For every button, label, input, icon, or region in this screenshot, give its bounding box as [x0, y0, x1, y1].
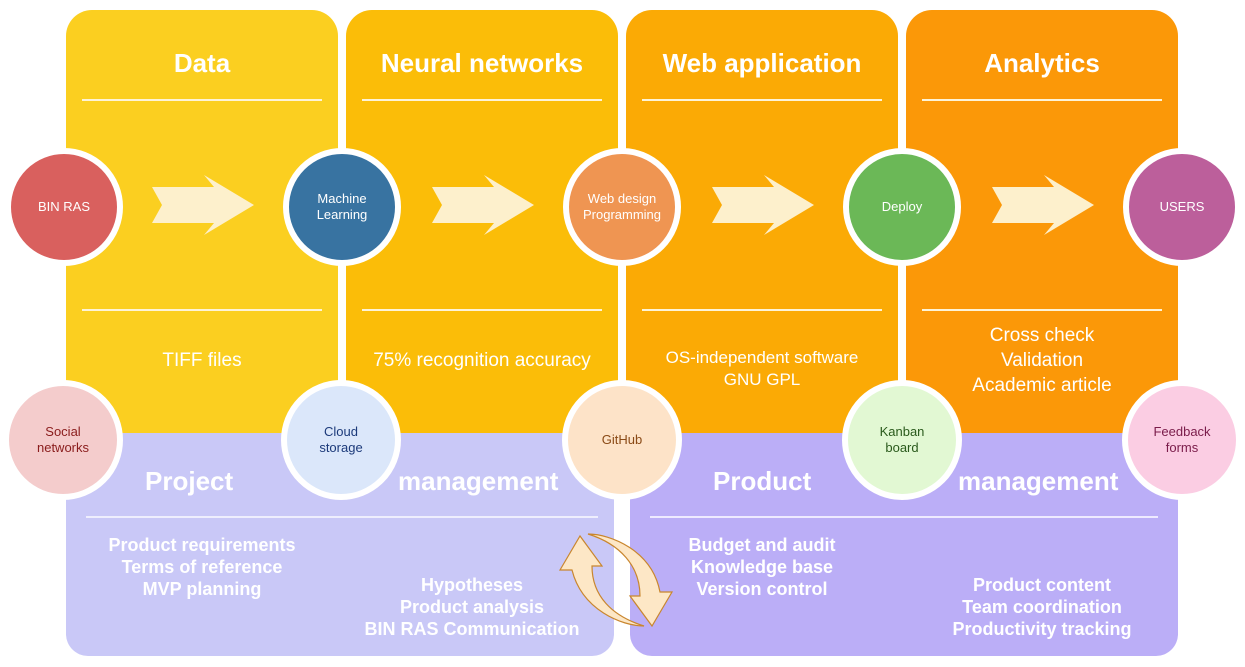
column-body-analytics: Cross check Validation Academic article: [972, 325, 1112, 396]
divider: [642, 99, 882, 101]
product-list-right: Product content Team coordination Produc…: [952, 575, 1132, 639]
deploy-node: Deploy: [843, 148, 961, 266]
divider: [82, 309, 322, 311]
swap-arrows-icon: [558, 533, 674, 628]
cloud-storage-node: Cloud storage: [281, 380, 401, 500]
column-title-web-application: Web application: [662, 48, 862, 78]
project-title-right: management: [398, 466, 559, 496]
right-arrow-icon: [152, 175, 254, 235]
kanban-board-node: Kanban board: [842, 380, 962, 500]
project-list-left: Product requirements Terms of reference …: [108, 535, 296, 599]
divider: [922, 99, 1162, 101]
github-node: GitHub: [562, 380, 682, 500]
column-body-web-application: OS-independent software GNU GPL: [665, 348, 859, 389]
right-arrow-icon: [992, 175, 1094, 235]
machine-learning-node: Machine Learning: [283, 148, 401, 266]
divider: [362, 99, 602, 101]
social-networks-node: Social networks: [3, 380, 123, 500]
feedback-forms-node: Feedback forms: [1122, 380, 1242, 500]
column-body-neural-networks: 75% recognition accuracy: [373, 350, 591, 371]
right-arrow-icon: [432, 175, 534, 235]
column-title-analytics: Analytics: [984, 48, 1100, 78]
product-title-right: management: [958, 466, 1119, 496]
column-title-neural-networks: Neural networks: [380, 48, 584, 78]
divider: [82, 99, 322, 101]
product-title-left: Product: [713, 466, 812, 496]
column-title-data: Data: [173, 48, 231, 78]
divider: [642, 309, 882, 311]
divider: [362, 309, 602, 311]
project-list-right: Hypotheses Product analysis BIN RAS Comm…: [364, 575, 580, 639]
divider: [922, 309, 1162, 311]
divider: [86, 516, 598, 518]
product-list-left: Budget and audit Knowledge base Version …: [688, 535, 836, 599]
divider: [650, 516, 1158, 518]
bin-ras-node: BIN RAS: [5, 148, 123, 266]
web-design-programming-node: Web design Programming: [563, 148, 681, 266]
users-node: USERS: [1123, 148, 1241, 266]
column-body-data: TIFF files: [162, 350, 242, 371]
web-application-column: Web application OS-independent software …: [626, 10, 898, 440]
project-title-left: Project: [145, 466, 234, 496]
right-arrow-icon: [712, 175, 814, 235]
